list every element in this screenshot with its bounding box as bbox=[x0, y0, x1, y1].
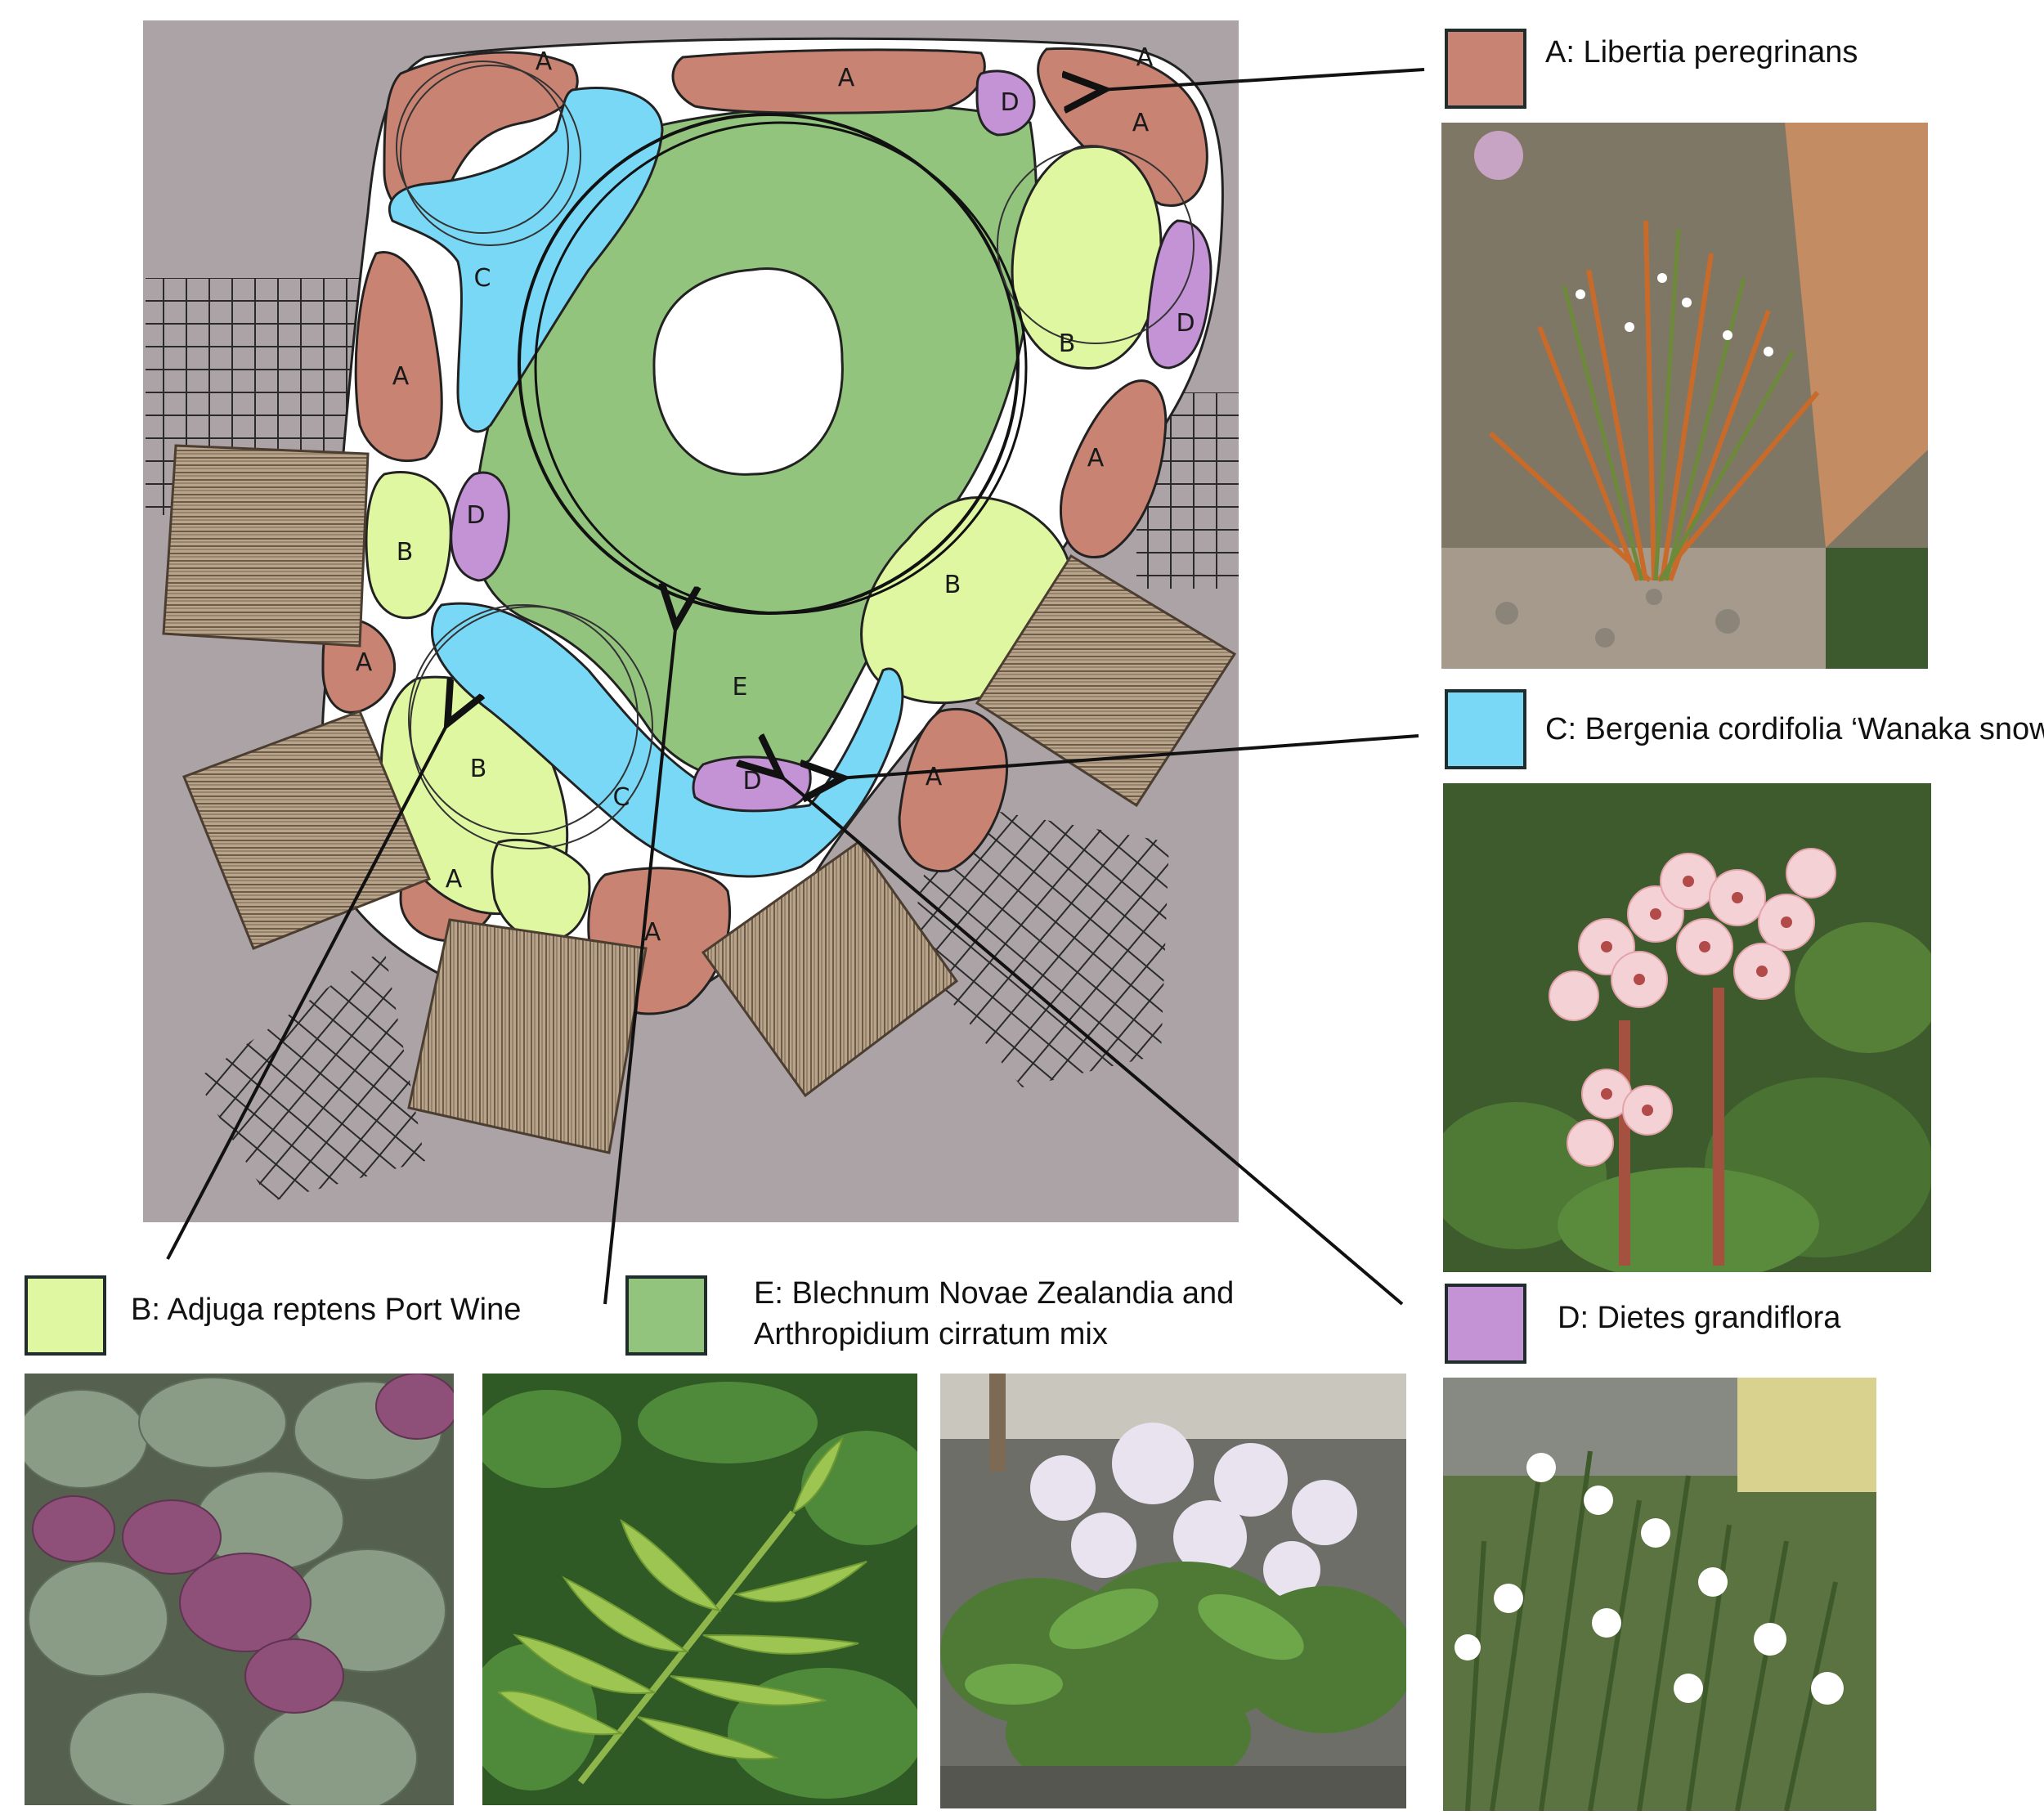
plan-letter-A: A bbox=[1136, 43, 1154, 72]
photo-arthropodium-cirratum bbox=[940, 1374, 1406, 1808]
plant-bed-D bbox=[975, 69, 1036, 137]
callout-arrow-C bbox=[838, 734, 1419, 778]
legend-label-A: A: Libertia peregrinans bbox=[1545, 35, 1858, 69]
tree-canopy-circle bbox=[400, 65, 581, 246]
legend-label-B: B: Adjuga reptens Port Wine bbox=[131, 1293, 522, 1327]
swatch-B bbox=[25, 1275, 106, 1356]
deck-square bbox=[701, 840, 959, 1098]
plant-bed-B bbox=[365, 470, 452, 620]
tree-canopy-circle bbox=[396, 60, 569, 234]
tree-canopy-circle bbox=[997, 146, 1195, 344]
swatch-D bbox=[1445, 1284, 1526, 1364]
plan-letter-A: A bbox=[1087, 444, 1105, 473]
photo-bergenia-cordifolia bbox=[1443, 783, 1931, 1272]
photo-libertia-peregrinans bbox=[1441, 123, 1928, 669]
plan-letter-A: A bbox=[838, 64, 855, 92]
legend-label-E-line2: Arthropidium cirratum mix bbox=[754, 1317, 1108, 1351]
photo-blechnum-novae-zelandiae bbox=[482, 1374, 917, 1805]
plan-letter-B: B bbox=[397, 538, 414, 567]
plan-letter-D: D bbox=[1000, 88, 1019, 117]
plan-letter-D: D bbox=[742, 767, 761, 795]
plant-bed-C bbox=[388, 86, 664, 433]
plan-letter-C: C bbox=[613, 783, 630, 812]
deck-square bbox=[407, 918, 648, 1154]
plant-bed-D bbox=[450, 471, 510, 582]
plan-letter-B: B bbox=[1059, 329, 1076, 358]
plan-letter-A: A bbox=[446, 865, 463, 894]
photo-adjuga-reptens bbox=[25, 1374, 454, 1805]
plan-letter-A: A bbox=[536, 47, 553, 76]
photo-dietes-grandiflora bbox=[1443, 1378, 1876, 1811]
callout-arrow-A bbox=[1100, 68, 1425, 90]
plant-bed-B bbox=[1011, 145, 1163, 370]
hatched-paving bbox=[196, 948, 425, 1202]
callout-arrow-E bbox=[603, 621, 676, 1305]
swatch-E bbox=[625, 1275, 707, 1356]
plan-letter-D: D bbox=[1176, 309, 1195, 338]
tree-canopy-circle bbox=[408, 604, 639, 835]
plan-letter-A: A bbox=[1132, 109, 1150, 137]
plan-letter-B: B bbox=[944, 571, 961, 599]
plant-bed-A bbox=[671, 48, 986, 114]
legend-label-E-line1: E: Blechnum Novae Zealandia and bbox=[754, 1276, 1235, 1311]
plan-letter-A: A bbox=[392, 362, 410, 391]
deck-square bbox=[975, 553, 1237, 808]
swatch-A bbox=[1445, 29, 1526, 109]
central-clearing bbox=[652, 267, 844, 476]
plant-bed-A bbox=[383, 51, 579, 221]
plan-letter-E: E bbox=[733, 673, 748, 701]
plan-letter-A: A bbox=[356, 648, 373, 677]
plan-letter-C: C bbox=[474, 264, 491, 293]
plan-letter-A: A bbox=[644, 918, 661, 947]
legend-label-C: C: Bergenia cordifolia ‘Wanaka snow’ bbox=[1545, 712, 2044, 746]
legend-label-D: D: Dietes grandiflora bbox=[1558, 1301, 1841, 1335]
callout-arrow-B bbox=[166, 719, 450, 1260]
plant-bed-D bbox=[1145, 219, 1213, 370]
tree-canopy-circle bbox=[534, 121, 1028, 615]
swatch-C bbox=[1445, 689, 1526, 769]
plan-letter-A: A bbox=[926, 763, 943, 791]
plant-bed-A bbox=[354, 251, 443, 463]
deck-square bbox=[162, 444, 370, 648]
tree-canopy-circle bbox=[410, 606, 653, 849]
plan-letter-D: D bbox=[466, 501, 485, 530]
plan-letter-B: B bbox=[470, 755, 487, 783]
plant-bed-A bbox=[1059, 379, 1168, 558]
hatched-paving bbox=[908, 801, 1169, 1087]
deck-square bbox=[182, 710, 431, 950]
callout-arrow-D bbox=[777, 773, 1404, 1306]
